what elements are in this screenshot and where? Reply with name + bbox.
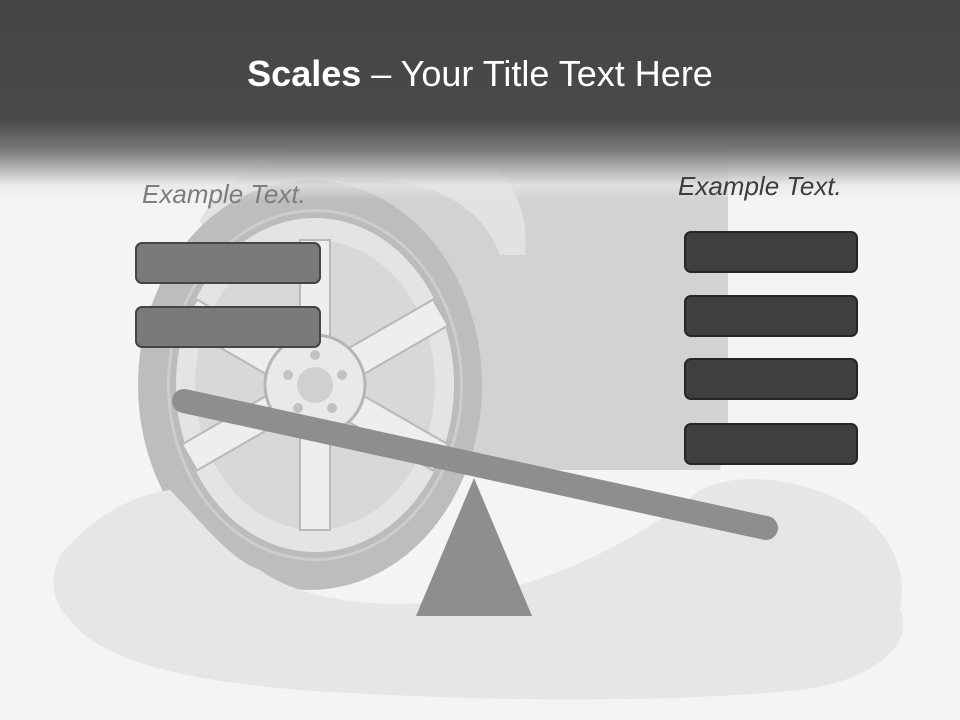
right-text-box-2 [684,295,858,337]
snow-drift [53,479,904,700]
title-rest: – Your Title Text Here [361,53,713,94]
left-text-box-1 [135,242,321,284]
slide-title: Scales – Your Title Text Here [0,52,960,96]
right-text-box-3 [684,358,858,400]
right-text-box-1 [684,231,858,273]
scale-fulcrum [416,478,532,616]
right-example-label: Example Text. [678,171,842,201]
right-text-box-4 [684,423,858,465]
left-text-box-2 [135,306,321,348]
left-example-label: Example Text. [142,179,306,209]
title-bold: Scales [247,53,362,94]
title-bar [0,0,960,200]
scale-beam [172,389,778,540]
